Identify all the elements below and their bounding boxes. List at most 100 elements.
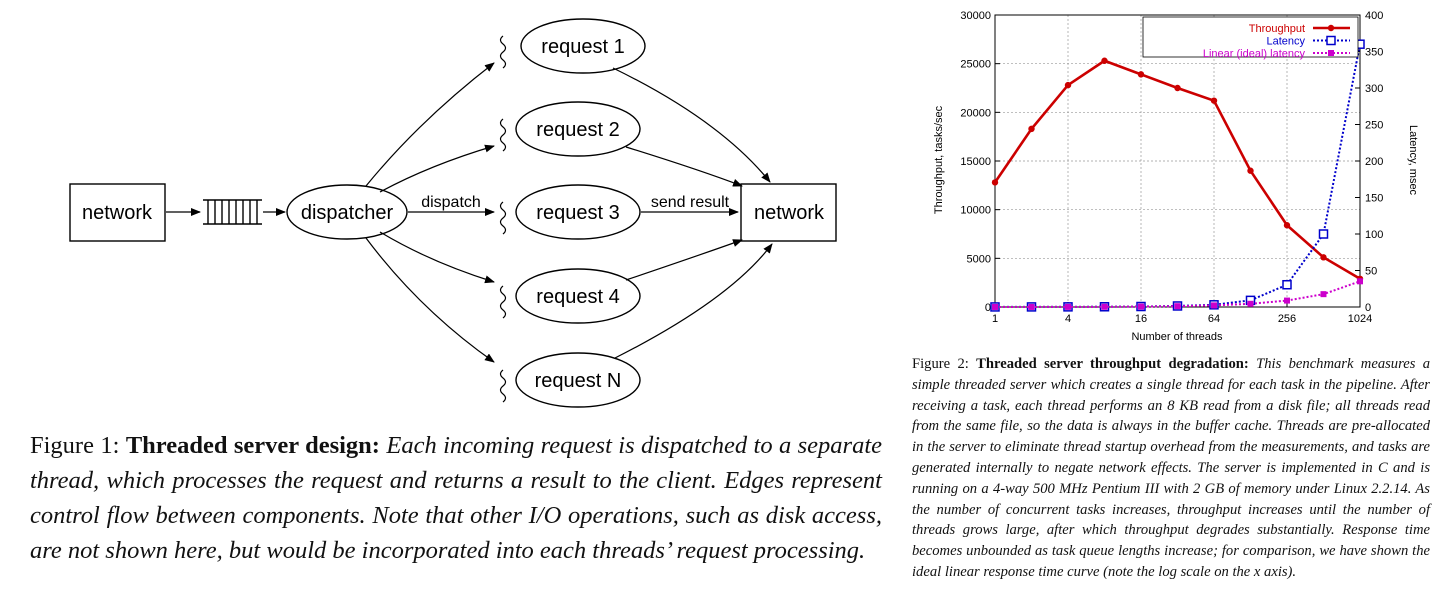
thread-squiggle-icon bbox=[499, 201, 507, 235]
network-out-box bbox=[740, 183, 837, 242]
x-tick-label: 1 bbox=[992, 313, 998, 325]
request-4-node bbox=[515, 268, 641, 324]
y-tick-label: 25000 bbox=[960, 59, 991, 71]
data-point bbox=[1064, 81, 1072, 89]
y2-tick-label: 0 bbox=[1365, 302, 1371, 314]
dispatcher-label: dispatcher bbox=[301, 202, 394, 224]
data-point bbox=[1138, 303, 1144, 310]
data-point bbox=[991, 179, 999, 186]
legend-marker bbox=[1328, 50, 1334, 56]
request-4-label: request 4 bbox=[536, 286, 619, 308]
request-1-label: request 1 bbox=[541, 36, 624, 58]
data-point bbox=[1283, 222, 1291, 229]
data-point bbox=[1028, 125, 1035, 133]
y-tick-label: 30000 bbox=[960, 10, 991, 22]
x-tick-label: 1024 bbox=[1348, 313, 1372, 325]
y-tick-label: 15000 bbox=[960, 156, 991, 168]
dispatcher-node bbox=[286, 184, 408, 240]
figure-1-title: Threaded server design: bbox=[125, 432, 380, 459]
data-point bbox=[1210, 97, 1218, 104]
y2-axis-label: Latency, msec bbox=[1407, 125, 1419, 196]
y2-tick-label: 250 bbox=[1365, 120, 1383, 132]
data-point bbox=[1101, 57, 1108, 64]
data-point bbox=[1320, 254, 1327, 261]
figure-2-body: This benchmark measures a simple threade… bbox=[912, 356, 1431, 580]
chart-series bbox=[990, 39, 1365, 312]
diagram-edges bbox=[166, 62, 773, 363]
throughput-chart: 0500010000150002000025000300000501001502… bbox=[933, 10, 1419, 343]
request-queue bbox=[203, 199, 262, 225]
y2-tick-label: 150 bbox=[1365, 193, 1383, 205]
request-1-node bbox=[520, 18, 646, 74]
legend-label: Latency bbox=[1266, 36, 1305, 48]
network-in-box bbox=[69, 183, 166, 242]
thread-squiggle-icon bbox=[499, 35, 507, 69]
y-axis-label: Throughput, tasks/sec bbox=[933, 105, 945, 214]
data-point bbox=[1174, 84, 1181, 92]
network-in-label: network bbox=[82, 202, 153, 224]
chart-axes: 0500010000150002000025000300000501001502… bbox=[960, 10, 1383, 325]
request-2-node bbox=[515, 101, 641, 157]
y2-tick-label: 100 bbox=[1365, 229, 1383, 241]
x-tick-label: 64 bbox=[1208, 313, 1220, 325]
figure-2-title: Threaded server throughput degradation: bbox=[976, 356, 1249, 372]
series-latency bbox=[990, 39, 1365, 312]
x-axis-label: Number of threads bbox=[1131, 331, 1223, 343]
y2-tick-label: 350 bbox=[1365, 47, 1383, 59]
data-point bbox=[1065, 303, 1071, 310]
x-tick-label: 4 bbox=[1065, 313, 1071, 325]
y-tick-label: 20000 bbox=[960, 107, 991, 119]
data-point bbox=[1028, 303, 1035, 310]
series-throughput bbox=[991, 57, 1364, 282]
data-point bbox=[1101, 303, 1108, 310]
network-out-label: network bbox=[754, 202, 825, 224]
y-tick-label: 5000 bbox=[967, 253, 991, 265]
data-point bbox=[1137, 71, 1145, 78]
thread-squiggle-icon bbox=[499, 369, 507, 403]
request-n-label: request N bbox=[535, 370, 622, 392]
figure-2-label: Figure 2: bbox=[912, 356, 969, 372]
y2-tick-label: 300 bbox=[1365, 83, 1383, 95]
series-line bbox=[993, 59, 1361, 280]
x-tick-label: 16 bbox=[1135, 313, 1147, 325]
x-tick-label: 256 bbox=[1278, 313, 1296, 325]
data-point bbox=[1211, 302, 1217, 309]
request-3-label: request 3 bbox=[536, 202, 619, 224]
y-tick-label: 0 bbox=[985, 302, 991, 314]
data-point bbox=[1318, 229, 1329, 239]
dispatch-edge-label: dispatch bbox=[421, 194, 481, 211]
series-linear-ideal-latency bbox=[992, 278, 1363, 310]
data-point bbox=[1357, 278, 1363, 285]
y2-tick-label: 200 bbox=[1365, 156, 1383, 168]
data-point bbox=[1247, 167, 1254, 174]
request-n-node bbox=[515, 352, 641, 408]
request-3-node bbox=[515, 184, 641, 240]
plot-frame bbox=[994, 14, 1361, 308]
legend-label: Linear (ideal) latency bbox=[1203, 48, 1306, 60]
thread-squiggle-icon bbox=[499, 285, 507, 319]
send-result-edge-label: send result bbox=[651, 194, 730, 211]
thread-squiggles bbox=[499, 35, 507, 403]
threaded-server-diagram: network network dispatcher request 1 req… bbox=[69, 18, 837, 408]
data-point bbox=[1284, 297, 1290, 304]
data-point bbox=[992, 303, 998, 310]
chart-grid bbox=[995, 15, 1360, 307]
legend-marker bbox=[1327, 24, 1335, 32]
y2-tick-label: 400 bbox=[1365, 10, 1383, 22]
figure-1-label: Figure 1: bbox=[30, 432, 120, 459]
thread-squiggle-icon bbox=[499, 118, 507, 152]
y-tick-label: 10000 bbox=[960, 205, 991, 217]
legend-label: Throughput bbox=[1249, 23, 1305, 35]
data-point bbox=[1282, 279, 1292, 290]
figure-1-caption: Figure 1: Threaded server design: Each i… bbox=[30, 428, 882, 568]
series-line bbox=[994, 280, 1361, 308]
figure-1-body: Each incoming request is dispatched to a… bbox=[30, 432, 882, 564]
legend-box bbox=[1142, 16, 1359, 58]
legend-marker bbox=[1326, 35, 1336, 46]
data-point bbox=[1174, 303, 1181, 310]
data-point bbox=[1247, 300, 1254, 307]
figure-2-caption: Figure 2: Threaded server throughput deg… bbox=[912, 354, 1430, 583]
request-2-label: request 2 bbox=[536, 119, 619, 141]
series-line bbox=[994, 44, 1361, 308]
